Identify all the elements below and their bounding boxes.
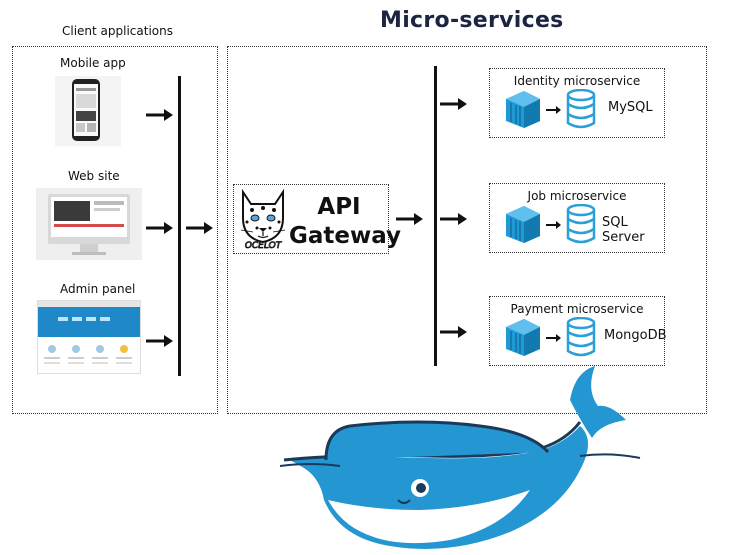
ocelot-logo-text: OCELOT [245, 241, 283, 250]
admin-panel-image [37, 300, 141, 374]
identity-microservice-box: Identity microservice MySQL [489, 68, 665, 138]
page-title: Micro-services [380, 8, 564, 33]
client-bus-line [178, 76, 181, 376]
job-microservice-box: Job microservice SQL Server [489, 183, 665, 253]
database-icon [566, 317, 596, 357]
payment-db-label: MongoDB [604, 328, 667, 343]
arrow-to-job [440, 213, 467, 225]
web-site-label: Web site [68, 169, 120, 183]
job-microservice-title: Job microservice [527, 189, 627, 203]
web-site-image [36, 188, 142, 260]
service-to-db-arrow [546, 334, 561, 342]
container-icon [506, 319, 540, 356]
mobile-app-label: Mobile app [60, 56, 126, 70]
admin-panel-arrow [146, 335, 173, 347]
ocelot-logo: OCELOT [240, 188, 286, 250]
service-to-db-arrow [546, 106, 561, 114]
microservices-panel [227, 46, 707, 414]
api-gateway-line2: Gateway [289, 223, 402, 249]
gateway-to-services-arrow [396, 213, 423, 225]
payment-microservice-title: Payment microservice [510, 302, 644, 316]
mobile-app-image [55, 76, 121, 146]
job-db-label: SQL Server [602, 215, 645, 245]
service-to-db-arrow [546, 221, 561, 229]
arrow-to-identity [440, 98, 467, 110]
admin-panel-label: Admin panel [60, 282, 136, 296]
container-icon [506, 206, 540, 243]
client-to-gateway-arrow [186, 222, 213, 234]
payment-microservice-box: Payment microservice MongoDB [489, 296, 667, 366]
api-gateway-box: OCELOT API Gateway [233, 184, 402, 254]
client-applications-panel [12, 46, 218, 414]
database-icon [566, 204, 596, 244]
client-applications-title: Client applications [62, 24, 173, 38]
api-gateway-label: API Gateway [289, 193, 402, 251]
identity-db-label: MySQL [608, 100, 653, 115]
container-icon [506, 91, 540, 128]
web-site-arrow [146, 222, 173, 234]
whale-logo [280, 366, 641, 549]
database-icon [566, 89, 596, 129]
services-bus-line [434, 66, 437, 366]
api-gateway-line1: API [317, 194, 361, 220]
identity-microservice-title: Identity microservice [513, 74, 641, 88]
mobile-app-arrow [146, 109, 173, 121]
arrow-to-payment [440, 326, 467, 338]
